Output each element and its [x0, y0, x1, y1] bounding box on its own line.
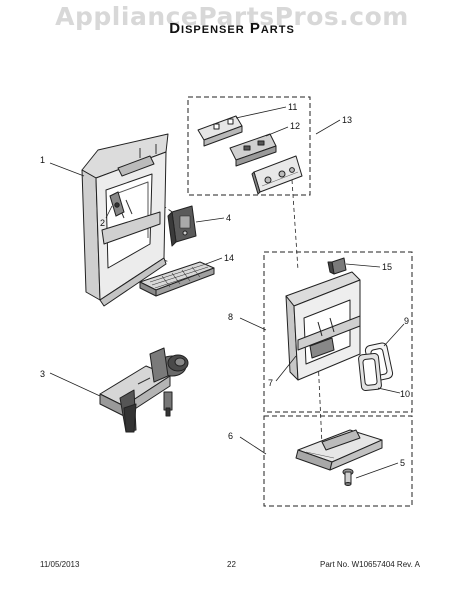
part-7-chute-housing: [285, 271, 361, 381]
leader-4: [195, 217, 225, 223]
part-2-lever: [109, 191, 125, 217]
part-5-screw: [342, 468, 354, 486]
page-title: Dispenser Parts: [169, 20, 295, 37]
part-6-door-assembly: [295, 429, 383, 471]
leader-6: [239, 436, 267, 455]
footer-part-number: Part No. W10657404 Rev. A: [320, 560, 420, 569]
callout-1: 1: [40, 155, 45, 165]
part-13-display-panel: [251, 155, 303, 195]
callout-9: 9: [404, 316, 409, 326]
part-1-dispenser-housing: [81, 133, 169, 307]
part-14-drip-tray: [139, 261, 215, 297]
callout-15: 15: [382, 262, 392, 272]
connector-line-13-8: [291, 179, 299, 271]
group-box-8: [263, 251, 413, 413]
part-4-module: [167, 205, 197, 247]
leader-8: [239, 317, 267, 331]
leader-13: [315, 119, 341, 135]
callout-11: 11: [288, 102, 297, 112]
leader-12: [265, 126, 289, 137]
part-3-motor-assembly: [99, 347, 189, 433]
watermark-text: AppliancePartsPros.com: [55, 2, 409, 31]
callout-5: 5: [400, 458, 405, 468]
leader-9: [383, 323, 405, 347]
part-15-clip: [327, 257, 347, 275]
footer-date: 11/05/2013: [40, 560, 80, 569]
leader-3: [49, 372, 101, 397]
leader-5: [355, 462, 399, 479]
callout-6: 6: [228, 431, 233, 441]
part-12-control-board: [229, 133, 277, 167]
callout-3: 3: [40, 369, 45, 379]
callout-12: 12: [290, 121, 300, 131]
callout-13: 13: [342, 115, 352, 125]
callout-8: 8: [228, 312, 233, 322]
leader-10: [377, 387, 401, 394]
callout-2: 2: [100, 218, 105, 228]
group-box-6: [263, 415, 413, 507]
leader-2: [105, 205, 113, 219]
part-10-seal: [358, 352, 382, 392]
callout-4: 4: [226, 213, 231, 223]
leader-11: [235, 106, 287, 119]
part-11-bracket: [197, 115, 243, 147]
leader-15: [345, 263, 381, 268]
callout-7: 7: [268, 378, 273, 388]
leader-1: [49, 162, 85, 177]
leader-14: [205, 257, 223, 265]
leader-7: [275, 355, 297, 382]
connector-line-8-6: [317, 357, 323, 446]
group-box-13: [187, 96, 311, 196]
callout-14: 14: [224, 253, 234, 263]
callout-10: 10: [400, 389, 410, 399]
footer-page-number: 22: [227, 560, 236, 569]
